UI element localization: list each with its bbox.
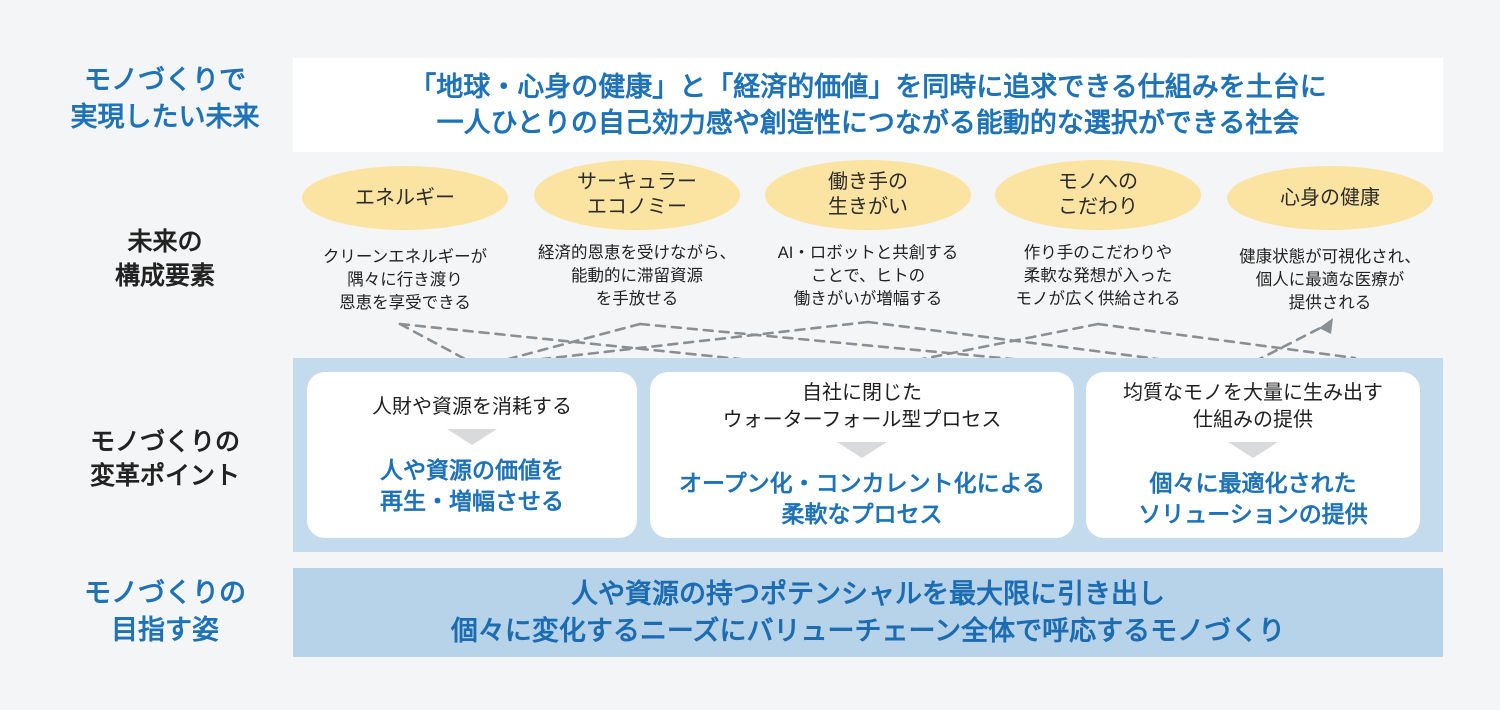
card-to-line: 再生・増幅させる bbox=[380, 487, 564, 514]
rail-label-line: モノづくりの bbox=[89, 428, 240, 456]
element-ellipse: サーキュラー エコノミー bbox=[534, 160, 740, 230]
rail-label-future-components: 未来の 構成要素 bbox=[35, 225, 295, 293]
transformation-card-process: 自社に閉じた ウォーターフォール型プロセス オープン化・コンカレント化による 柔… bbox=[650, 372, 1074, 538]
transformation-card-solutions: 均質なモノを大量に生み出す 仕組みの提供 個々に最適化された ソリューションの提… bbox=[1086, 372, 1420, 538]
rail-label-target-state: モノづくりの 目指す姿 bbox=[35, 575, 295, 649]
ellipse-label: 働き手の bbox=[828, 171, 908, 193]
card-current-state: 自社に閉じた ウォーターフォール型プロセス bbox=[723, 380, 1002, 434]
rail-label-line: 実現したい未来 bbox=[70, 102, 260, 132]
vision-banner: 「地球・心身の健康」と「経済的価値」を同時に追求できる仕組みを土台に 一人ひとり… bbox=[293, 58, 1443, 152]
description-line: モノが広く供給される bbox=[1015, 290, 1181, 308]
goal-banner-line: 人や資源の持つポテンシャルを最大限に引き出し bbox=[571, 578, 1165, 609]
card-from-line: 均質なモノを大量に生み出す bbox=[1123, 382, 1383, 404]
rail-label-line: モノづくりで bbox=[84, 65, 246, 95]
element-ellipse: 働き手の 生きがい bbox=[765, 160, 971, 230]
rail-label-transformation-points: モノづくりの 変革ポイント bbox=[35, 425, 295, 493]
down-arrow-icon bbox=[447, 428, 497, 445]
future-element-product-craftsmanship: モノへの こだわり 作り手のこだわりや 柔軟な発想が入った モノが広く供給される bbox=[978, 160, 1218, 311]
description-line: 個人に最適な医療が bbox=[1255, 271, 1405, 289]
description-line: 柔軟な発想が入った bbox=[1023, 267, 1173, 285]
rail-label-line: 未来の bbox=[127, 228, 203, 256]
card-from-line: 自社に閉じた bbox=[802, 382, 922, 404]
card-from-line: 人財や資源を消耗する bbox=[372, 395, 572, 418]
down-arrow-icon bbox=[837, 442, 887, 458]
card-to-line: 個々に最適化された bbox=[1149, 470, 1357, 496]
future-element-energy: エネルギー クリーンエネルギーが 隅々に行き渡り 恩恵を享受できる bbox=[285, 166, 525, 315]
description-line: 恩恵を享受できる bbox=[339, 294, 471, 312]
goal-banner: 人や資源の持つポテンシャルを最大限に引き出し 個々に変化するニーズにバリューチェ… bbox=[293, 568, 1443, 657]
card-from-line: ウォーターフォール型プロセス bbox=[722, 409, 1002, 431]
description-line: クリーンエネルギーが bbox=[322, 248, 488, 266]
card-current-state: 均質なモノを大量に生み出す 仕組みの提供 bbox=[1123, 380, 1383, 434]
goal-banner-line: 個々に変化するニーズにバリューチェーン全体で呼応するモノづくり bbox=[450, 615, 1286, 646]
rail-label-line: 目指す姿 bbox=[111, 615, 219, 645]
down-arrow-icon bbox=[1228, 442, 1278, 458]
card-to-line: オープン化・コンカレント化による bbox=[679, 470, 1045, 496]
element-description: 健康状態が可視化され、 個人に最適な医療が 提供される bbox=[1210, 246, 1450, 315]
ellipse-label: エコノミー bbox=[587, 196, 687, 218]
element-description: AI・ロボットと共創する ことで、ヒトの 働きがいが増幅する bbox=[748, 242, 988, 311]
future-element-mind-body-health: 心身の健康 健康状態が可視化され、 個人に最適な医療が 提供される bbox=[1210, 166, 1450, 315]
description-line: ことで、ヒトの bbox=[810, 267, 926, 285]
element-ellipse: エネルギー bbox=[302, 166, 508, 230]
ellipse-label: 生きがい bbox=[828, 196, 908, 218]
card-from-line: 仕組みの提供 bbox=[1193, 409, 1313, 431]
card-future-state: 個々に最適化された ソリューションの提供 bbox=[1138, 468, 1368, 530]
element-description: 作り手のこだわりや 柔軟な発想が入った モノが広く供給される bbox=[978, 242, 1218, 311]
rail-label-desired-future: モノづくりで 実現したい未来 bbox=[35, 62, 295, 136]
description-line: を手放せる bbox=[595, 290, 679, 308]
element-description: 経済的恩恵を受けながら、 能動的に滞留資源 を手放せる bbox=[517, 242, 757, 311]
future-element-circular-economy: サーキュラー エコノミー 経済的恩恵を受けながら、 能動的に滞留資源 を手放せる bbox=[517, 160, 757, 311]
element-ellipse: モノへの こだわり bbox=[995, 160, 1201, 230]
card-to-line: 柔軟なプロセス bbox=[781, 501, 943, 527]
vision-banner-line: 一人ひとりの自己効力感や創造性につながる能動的な選択ができる社会 bbox=[436, 108, 1300, 138]
description-line: 経済的恩恵を受けながら、 bbox=[538, 244, 736, 262]
card-to-line: 人や資源の価値を bbox=[380, 456, 564, 483]
ellipse-label: モノへの bbox=[1058, 171, 1138, 193]
ellipse-label: こだわり bbox=[1058, 196, 1138, 218]
card-current-state: 人財や資源を消耗する bbox=[372, 394, 572, 421]
element-description: クリーンエネルギーが 隅々に行き渡り 恩恵を享受できる bbox=[285, 246, 525, 315]
description-line: 隅々に行き渡り bbox=[347, 271, 463, 289]
description-line: 健康状態が可視化され、 bbox=[1239, 248, 1421, 266]
description-line: 働きがいが増幅する bbox=[793, 290, 943, 308]
element-ellipse: 心身の健康 bbox=[1227, 166, 1433, 230]
ellipse-label: サーキュラー bbox=[577, 171, 697, 193]
vision-banner-line: 「地球・心身の健康」と「経済的価値」を同時に追求できる仕組みを土台に bbox=[409, 72, 1327, 102]
card-to-line: ソリューションの提供 bbox=[1138, 501, 1368, 527]
future-element-worker-fulfillment: 働き手の 生きがい AI・ロボットと共創する ことで、ヒトの 働きがいが増幅する bbox=[748, 160, 988, 311]
rail-label-line: 構成要素 bbox=[114, 262, 215, 290]
card-future-state: 人や資源の価値を 再生・増幅させる bbox=[380, 455, 564, 517]
description-line: 能動的に滞留資源 bbox=[571, 267, 703, 285]
rail-label-line: 変革ポイント bbox=[89, 462, 240, 490]
ellipse-label: エネルギー bbox=[355, 186, 455, 209]
description-line: AI・ロボットと共創する bbox=[777, 244, 959, 262]
card-future-state: オープン化・コンカレント化による 柔軟なプロセス bbox=[679, 468, 1045, 530]
rail-label-line: モノづくりの bbox=[84, 578, 246, 608]
transformation-card-resources: 人財や資源を消耗する 人や資源の価値を 再生・増幅させる bbox=[307, 372, 637, 538]
ellipse-label: 心身の健康 bbox=[1280, 186, 1380, 209]
connector-arrowhead bbox=[1319, 318, 1333, 334]
description-line: 作り手のこだわりや bbox=[1023, 244, 1173, 262]
description-line: 提供される bbox=[1288, 294, 1372, 312]
